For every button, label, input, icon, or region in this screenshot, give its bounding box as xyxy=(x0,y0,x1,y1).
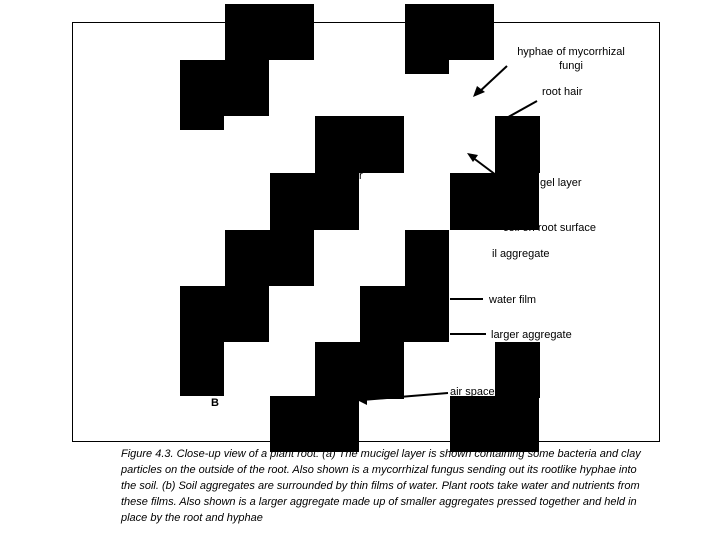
hyphae-leader xyxy=(477,65,508,94)
block xyxy=(405,4,494,60)
air-space-arrowhead xyxy=(357,395,367,405)
air-space-leader xyxy=(361,392,449,401)
block xyxy=(180,286,269,342)
occluding-staircase-blocks xyxy=(180,4,540,452)
water-film-label: water film xyxy=(489,294,537,306)
larger-aggregate-label: larger aggregate xyxy=(491,329,572,341)
hyphae-label: hyphae of mycorrhizal fungi xyxy=(511,45,631,73)
mucigel-arrowhead xyxy=(467,153,478,162)
hyphae-arrowhead xyxy=(473,86,485,97)
block xyxy=(180,342,224,396)
air-space-label: air space xyxy=(450,386,495,398)
block xyxy=(315,116,404,173)
block xyxy=(450,396,539,452)
block xyxy=(225,230,314,286)
fragment-label: r xyxy=(359,170,363,182)
block xyxy=(405,60,449,74)
block xyxy=(225,4,314,60)
figure-frame xyxy=(72,22,660,442)
root-hair-leader xyxy=(502,100,538,121)
block xyxy=(405,230,449,286)
block xyxy=(270,173,359,230)
block xyxy=(180,116,224,130)
hyphae-label-text: hyphae of mycorrhizal fungi xyxy=(517,46,625,72)
block xyxy=(495,116,540,173)
soil-aggregate-label: il aggregate xyxy=(492,248,550,260)
panel-b-label: B xyxy=(211,397,219,409)
block xyxy=(360,286,449,342)
mucigel-layer-label: gel layer xyxy=(540,177,582,189)
block xyxy=(270,396,359,452)
figure-caption: Figure 4.3. Close-up view of a plant roo… xyxy=(121,448,641,524)
block xyxy=(450,173,539,230)
root-hair-label: root hair xyxy=(542,86,583,98)
block xyxy=(315,342,404,399)
leader-lines xyxy=(361,65,538,401)
root-surface-cell-label: cell on root surface xyxy=(503,222,596,234)
block xyxy=(180,60,269,116)
block xyxy=(495,342,540,398)
mucigel-leader xyxy=(471,156,497,176)
arrowheads xyxy=(357,86,485,405)
